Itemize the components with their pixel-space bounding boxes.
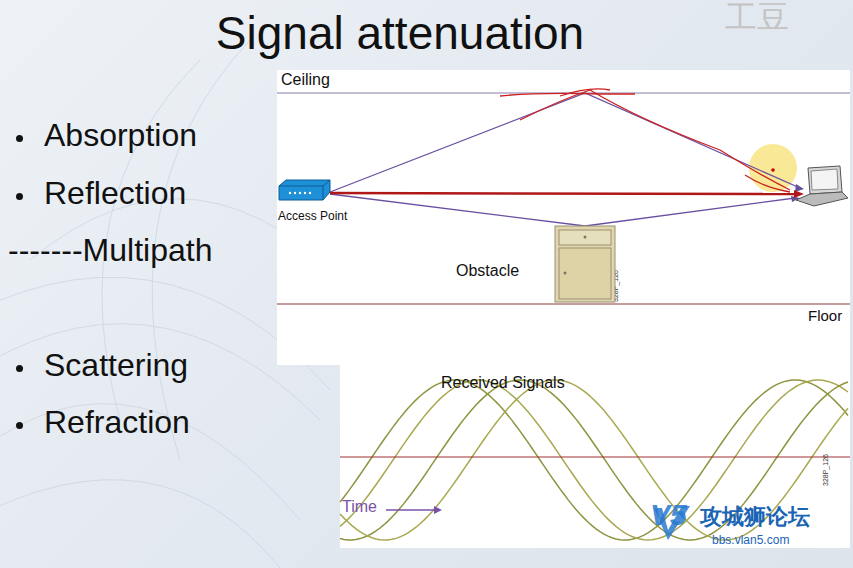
bullet-text: Refraction — [44, 405, 190, 440]
signal-panel — [340, 365, 850, 548]
axis-label: Time — [342, 498, 377, 516]
time-arrow — [386, 506, 442, 514]
direct-path — [330, 193, 800, 194]
received-waves — [340, 380, 848, 540]
access-point: Access Point — [276, 178, 358, 226]
threshold-line — [340, 456, 850, 457]
obstacle: Obstacle — [452, 225, 618, 304]
bullet-text: Scattering — [44, 348, 188, 383]
bullet — [16, 135, 23, 142]
bullet — [16, 365, 23, 372]
figure-code: 328P_126 — [822, 454, 830, 486]
node-label: Obstacle — [456, 262, 519, 280]
bullet-text: Absorption — [44, 118, 197, 153]
bullet-text: Reflection — [44, 176, 186, 211]
ceiling-label: Ceiling — [281, 71, 330, 89]
watermark: 工豆 — [725, 0, 789, 35]
laptop-icon — [796, 166, 848, 206]
bullet — [16, 193, 23, 200]
floor-line — [277, 303, 850, 304]
watermark: bbs.vlan5.com — [712, 534, 789, 547]
wave — [340, 380, 848, 540]
pointer-dot — [771, 168, 775, 172]
watermark: 攻城狮论坛 — [700, 505, 810, 529]
wave — [340, 380, 848, 540]
annotation — [500, 89, 790, 192]
slide-title: Signal attenuation — [216, 8, 584, 59]
wave — [340, 380, 848, 540]
diagram-panel — [277, 70, 850, 365]
sub-item: -------Multipath — [8, 233, 212, 268]
bullet — [16, 422, 23, 429]
panel-title: Received Signals — [441, 374, 565, 392]
wave — [340, 380, 848, 540]
signal-paths — [330, 93, 800, 226]
node-label: Access Point — [278, 210, 347, 223]
floor-label: Floor — [808, 308, 842, 325]
watermark: V5 — [650, 498, 687, 531]
